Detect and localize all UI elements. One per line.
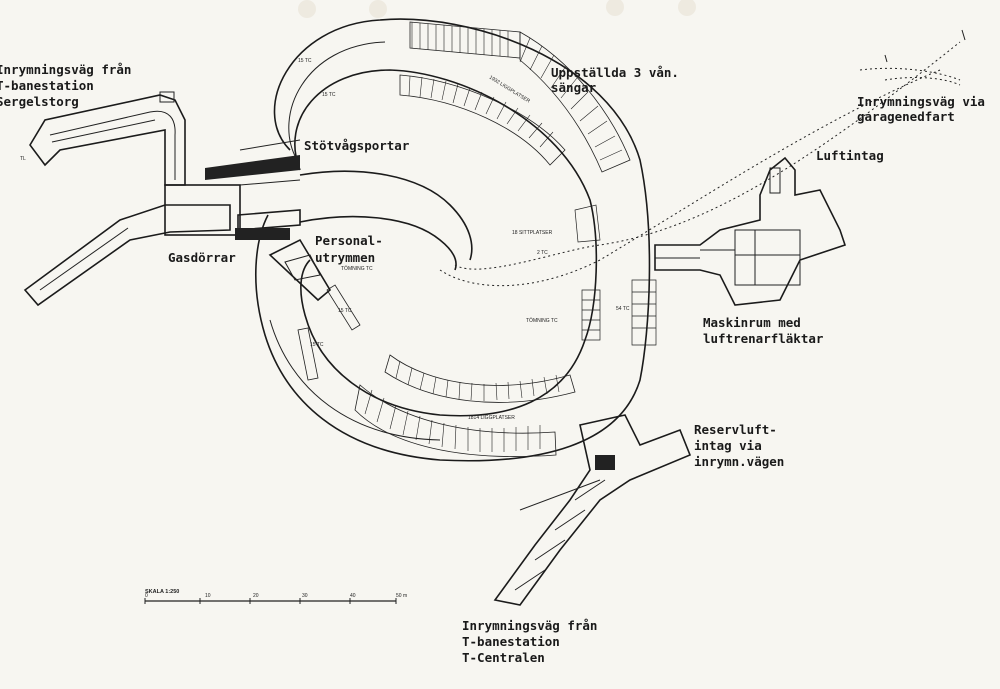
central-ramp [299,29,966,287]
machine-rooms [654,156,847,306]
scale-tick-10: 10 [205,593,211,599]
entrance-block [164,139,301,240]
corridor-west [23,204,231,307]
label-gasdorrar: Gasdörrar [168,250,236,265]
annotation-sittplatser: 18 SITTPLATSER [512,230,553,236]
label-inrymning-sergelstorg: Inrymningsväg från T-banestation Sergels… [0,62,139,109]
scale-tick-30: 30 [302,593,308,599]
scale-tick-0: 0 [145,593,148,599]
annotation-tl: TL [20,156,26,162]
label-inrymning-garage: Inrymningsväg via garagenedfart [857,94,992,124]
annotation-15tc-c: 15 TC [338,308,352,314]
scale-title: SKALA 1:250 [145,589,179,595]
annotation-tomning-b: TÖMNING TC [526,317,558,324]
label-personal: Personal- utrymmen [315,233,390,265]
label-maskinrum: Maskinrum med luftrenarfläktar [703,315,824,346]
personnel-rooms [268,238,332,302]
bunk-rows [297,21,657,457]
scale-tick-50: 50 m [396,593,407,599]
corridor-t-centralen [493,414,692,606]
annotation-15tc-a: 15 TC [298,58,312,64]
annotation-15tc-d: 15 TC [310,342,324,348]
scale-tick-40: 40 [350,593,356,599]
scale-bar: SKALA 1:250 0 10 20 30 40 50 m [144,589,407,604]
punch-holes [298,0,696,18]
annotation-15tc-b: 15 TC [322,92,336,98]
scale-tick-20: 20 [253,593,259,599]
label-reservluft: Reservluft- intag via inrymn.vägen [694,422,784,469]
label-luftintag: Luftintag [816,148,884,163]
annotation-2tc: 2 TC [537,250,548,256]
annotation-tomning-a: TÖMNING TC [341,265,373,272]
label-inrymning-t-centralen: Inrymningsväg från T-banestation T-Centr… [462,618,605,665]
label-uppstallda: Uppställda 3 vån. sängar [551,65,686,95]
annotation-liggplatser-bottom: 1814 LIGGPLATSER [468,415,515,421]
main-hall [254,18,651,462]
label-stotvagsportar: Stötvågsportar [304,138,410,153]
annotation-54tc: 54 TC [616,306,630,312]
